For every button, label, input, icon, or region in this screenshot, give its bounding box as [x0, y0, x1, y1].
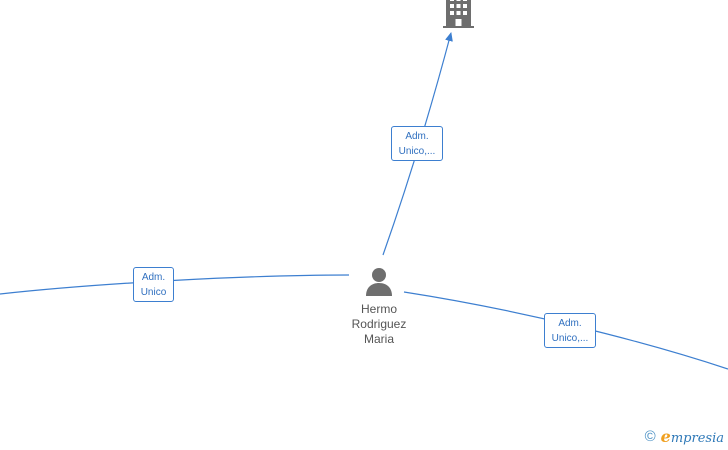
person-name-line-2: Rodriguez [351, 317, 407, 331]
brand-name: mpresia [670, 431, 724, 446]
person-name-line-3: Maria [363, 332, 394, 346]
edge-left[interactable] [0, 274, 350, 295]
person-name-line-1: Hermo [360, 302, 397, 316]
edge-label-line-1: Adm. [405, 131, 429, 142]
brand-watermark: © empresia [645, 427, 724, 446]
copyright-icon: © [644, 428, 656, 445]
person-node[interactable]: Hermo Rodriguez Maria [340, 266, 418, 347]
brand-logo: empresia [661, 427, 724, 446]
building-icon [443, 0, 474, 28]
edge-label-line-2: Unico,... [398, 146, 436, 157]
person-name: Hermo Rodriguez Maria [340, 302, 418, 347]
company-node[interactable] [443, 0, 474, 35]
edge-label-left[interactable]: Adm. Unico [133, 267, 174, 302]
edge-label-line-2: Unico [140, 287, 167, 298]
edge-label-right[interactable]: Adm. Unico,... [544, 313, 596, 348]
edge-label-line-1: Adm. [558, 318, 582, 329]
person-icon [366, 268, 392, 296]
edge-label-to-company[interactable]: Adm. Unico,... [391, 126, 443, 161]
edge-label-line-2: Unico,... [551, 333, 589, 344]
brand-initial: e [660, 427, 671, 446]
edge-label-line-1: Adm. [141, 272, 166, 283]
